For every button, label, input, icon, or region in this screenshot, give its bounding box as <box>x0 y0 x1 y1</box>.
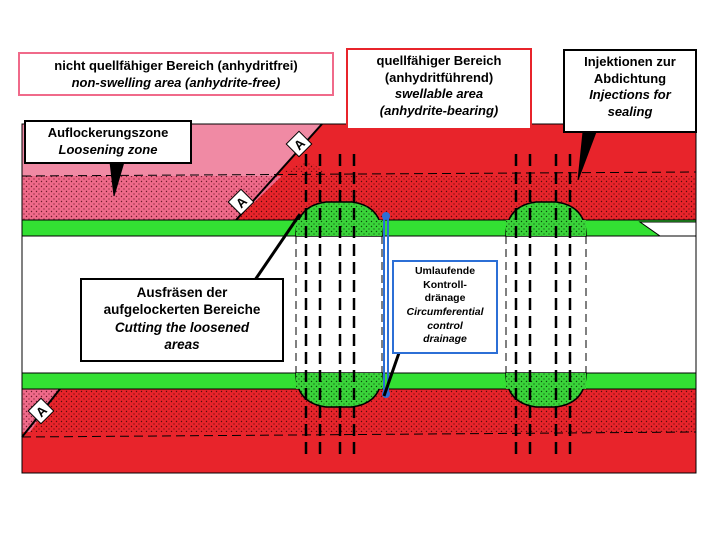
swellable-label-en-2: (anhydrite-bearing) <box>379 102 499 118</box>
cutting-label-de-1: Ausfräsen der <box>136 285 228 300</box>
loosening-label-de: Auflockerungszone <box>47 125 169 140</box>
drainage-label-de-1: Umlaufende <box>414 265 476 277</box>
injections-label-de-1: Injektionen zur <box>584 54 676 69</box>
injections-label-en-2: sealing <box>607 103 653 119</box>
section-marker-middle: A <box>227 188 255 216</box>
nonswelling-label-en: non-swelling area (anhydrite-free) <box>71 74 281 90</box>
drainage-label-de-2: Kontroll- <box>423 278 467 291</box>
section-marker-lower: A <box>27 397 55 425</box>
cutting-label-de-2: aufgelockerten Bereiche <box>103 302 261 318</box>
swellable-label-en-1: swellable area <box>394 86 484 102</box>
loosening-zone-callout: Auflockerungszone Loosening zone <box>24 120 192 164</box>
cutting-callout: Ausfräsen der aufgelockerten Bereiche Cu… <box>80 278 284 362</box>
cutting-label-en-2: areas <box>164 336 200 352</box>
swellable-label-de-1: quellfähiger Bereich <box>376 53 502 68</box>
callout-pointers <box>109 131 597 397</box>
nonswelling-label-de: nicht quellfähiger Bereich (anhydritfrei… <box>54 58 298 73</box>
swellable-area-callout: quellfähiger Bereich (anhydritführend) s… <box>346 48 532 130</box>
drainage-callout: Umlaufende Kontroll- dränage Circumferen… <box>392 260 498 354</box>
section-marker-upper: A <box>285 130 313 158</box>
sealing-zone-right <box>505 201 587 408</box>
nonswelling-area-callout: nicht quellfähiger Bereich (anhydritfrei… <box>18 52 334 96</box>
injections-callout: Injektionen zur Abdichtung Injections fo… <box>563 49 697 133</box>
injections-label-de-2: Abdichtung <box>593 70 667 86</box>
drainage-label-en-2: control <box>427 319 463 332</box>
injection-lines <box>295 154 587 460</box>
drainage-label-en-1: Circumferential <box>406 305 484 318</box>
drainage-label-en-3: drainage <box>423 333 467 346</box>
cutting-label-en-1: Cutting the loosened <box>114 319 250 335</box>
loosening-label-en: Loosening zone <box>58 141 158 157</box>
injections-label-en-1: Injections for <box>589 87 671 103</box>
swellable-label-de-2: (anhydritführend) <box>384 69 494 85</box>
drainage-label-de-3: dränage <box>424 292 466 305</box>
